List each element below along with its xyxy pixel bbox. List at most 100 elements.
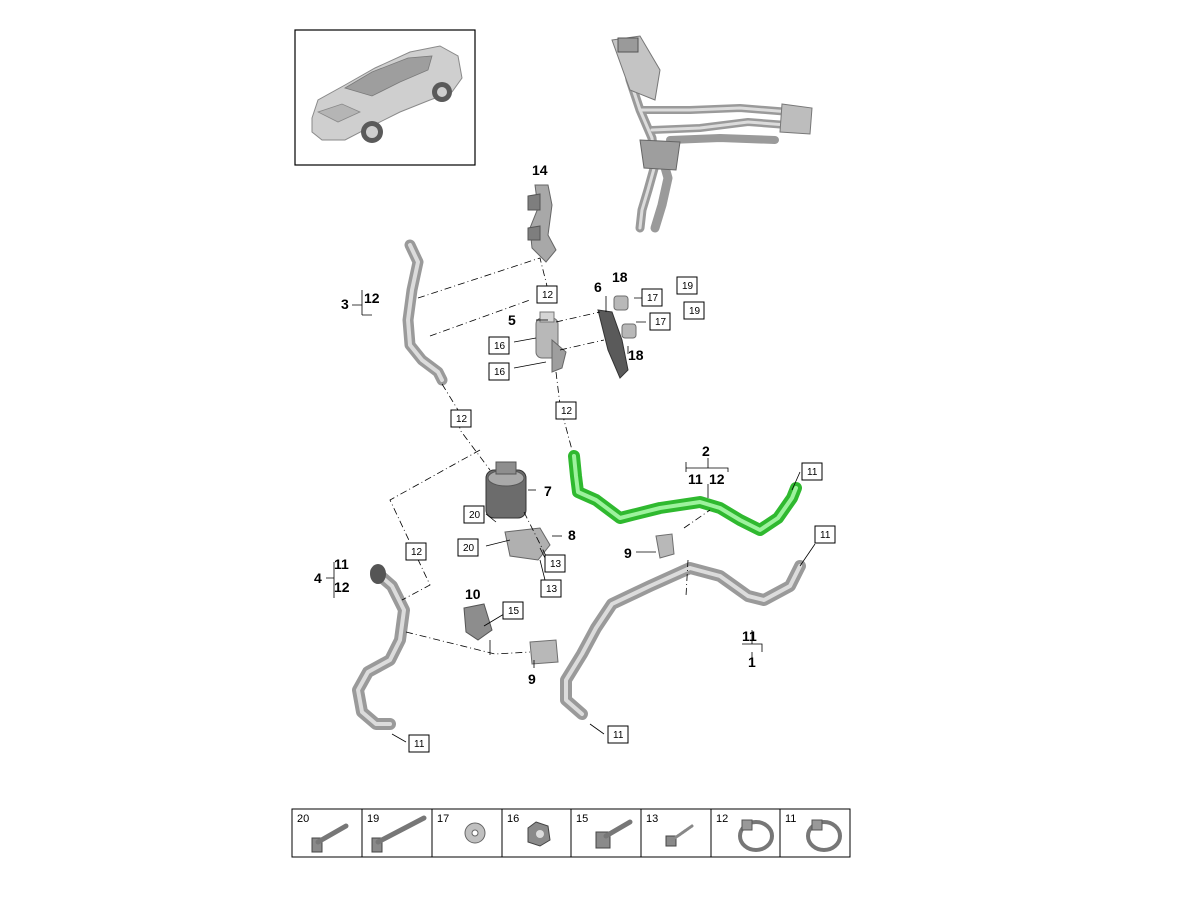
callout-4-11: 11 <box>334 556 349 572</box>
callout-2-12: 12 <box>709 471 725 487</box>
svg-text:16: 16 <box>507 813 519 825</box>
box-16-b: 16 <box>488 362 510 381</box>
svg-text:11: 11 <box>785 813 796 825</box>
callout-2: 2 <box>702 443 710 459</box>
callout-18-top: 18 <box>612 269 628 285</box>
svg-text:11: 11 <box>414 739 425 750</box>
legend-item-16: 16 <box>507 813 551 847</box>
svg-text:19: 19 <box>682 281 694 292</box>
bracket-part-6[interactable] <box>597 309 629 379</box>
callout-3-12: 12 <box>364 290 380 306</box>
callout-3: 3 <box>341 296 349 312</box>
box-11-right-top: 11 <box>801 462 823 481</box>
clamp-part-9-right[interactable] <box>655 533 675 559</box>
callout-1-11: 11 <box>742 628 757 644</box>
callout-2-11: 11 <box>688 471 703 487</box>
callout-5: 5 <box>508 312 516 328</box>
callout-9-right: 9 <box>624 545 632 561</box>
hose-part-1[interactable] <box>560 560 806 720</box>
callout-1: 1 <box>748 654 756 670</box>
svg-text:17: 17 <box>437 813 449 825</box>
svg-text:11: 11 <box>613 730 624 741</box>
box-20-b: 20 <box>457 538 479 557</box>
box-19-a: 19 <box>676 276 698 295</box>
svg-text:19: 19 <box>689 306 701 317</box>
leader-lines <box>326 290 816 743</box>
callout-6: 6 <box>594 279 602 295</box>
box-11-bottom-left: 11 <box>408 734 430 753</box>
svg-text:11: 11 <box>807 467 818 478</box>
box-13-b: 13 <box>540 579 562 598</box>
washer-icon <box>464 822 486 844</box>
box-12-upper-left: 12 <box>450 409 472 428</box>
svg-text:19: 19 <box>367 813 379 825</box>
box-17-a: 17 <box>641 288 663 307</box>
callout-18-bottom: 18 <box>628 347 644 363</box>
hose-clamp-icon <box>738 819 774 852</box>
vehicle-thumbnail[interactable] <box>294 29 476 166</box>
svg-text:12: 12 <box>542 290 554 301</box>
bushing-part-18-top[interactable] <box>613 295 629 311</box>
bushing-part-18-bottom[interactable] <box>621 323 637 339</box>
box-11-bottom-mid: 11 <box>607 725 629 744</box>
boxed-callouts: 12 16 16 17 19 17 19 12 <box>405 276 836 753</box>
svg-text:12: 12 <box>716 813 728 825</box>
svg-text:12: 12 <box>561 406 573 417</box>
svg-text:16: 16 <box>494 341 506 352</box>
legend-item-13: 13 <box>646 813 694 847</box>
hose-assembly-overview[interactable] <box>611 35 813 233</box>
callout-10: 10 <box>465 586 481 602</box>
svg-text:16: 16 <box>494 367 506 378</box>
box-12-mid: 12 <box>555 401 577 420</box>
svg-text:17: 17 <box>647 293 659 304</box>
hose-clamp-icon <box>806 819 842 852</box>
legend-item-19: 19 <box>367 813 427 853</box>
box-19-b: 19 <box>683 301 705 320</box>
bolt-short-icon <box>311 823 349 853</box>
svg-text:11: 11 <box>820 530 831 541</box>
svg-text:13: 13 <box>646 813 658 825</box>
box-16-a: 16 <box>488 336 510 355</box>
legend-item-11: 11 <box>785 813 842 852</box>
box-13-a: 13 <box>544 554 566 573</box>
svg-text:13: 13 <box>550 559 562 570</box>
box-17-b: 17 <box>649 312 671 331</box>
callout-14: 14 <box>532 162 548 178</box>
legend-item-20: 20 <box>297 813 349 853</box>
screw-icon <box>665 824 694 847</box>
car-icon <box>311 45 463 143</box>
svg-text:20: 20 <box>297 813 309 825</box>
callout-4-12: 12 <box>334 579 350 595</box>
bolt-long-icon <box>371 815 427 853</box>
callout-7: 7 <box>544 483 552 499</box>
callout-9-lower: 9 <box>528 671 536 687</box>
svg-text:20: 20 <box>469 510 481 521</box>
hose-part-2-highlighted[interactable] <box>568 450 802 536</box>
legend-item-15: 15 <box>576 813 633 849</box>
box-12-top: 12 <box>536 285 558 304</box>
legend-item-12: 12 <box>716 813 774 852</box>
svg-text:13: 13 <box>546 584 558 595</box>
box-12-lower-left: 12 <box>405 542 427 561</box>
svg-text:20: 20 <box>463 543 475 554</box>
callout-4: 4 <box>314 570 322 586</box>
nut-icon <box>527 821 551 847</box>
valve-part-5[interactable] <box>535 311 567 373</box>
bracket-part-14[interactable] <box>527 184 557 263</box>
callout-labels: 14 18 6 3 12 5 18 2 11 12 7 8 9 4 11 12 … <box>314 162 757 687</box>
svg-text:15: 15 <box>576 813 588 825</box>
hose-part-3[interactable] <box>402 239 448 386</box>
box-15: 15 <box>502 601 524 620</box>
box-11-right-mid: 11 <box>814 525 836 544</box>
bolt-washer-icon <box>595 819 633 849</box>
svg-text:15: 15 <box>508 606 520 617</box>
pump-part-7[interactable] <box>485 461 527 519</box>
hose-part-4[interactable] <box>352 564 410 730</box>
clamp-part-9-lower[interactable] <box>529 639 559 665</box>
box-20-a: 20 <box>463 505 485 524</box>
bracket-part-10[interactable] <box>463 603 493 641</box>
svg-text:17: 17 <box>655 317 667 328</box>
callout-8: 8 <box>568 527 576 543</box>
svg-text:12: 12 <box>456 414 468 425</box>
